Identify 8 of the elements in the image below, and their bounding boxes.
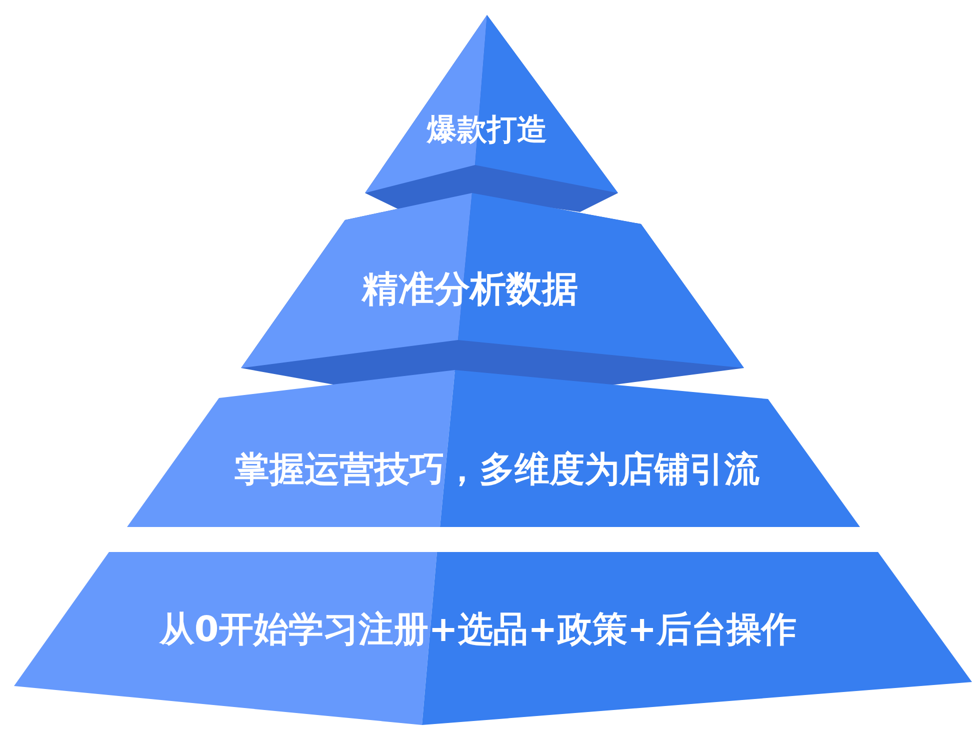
- tier-label: 精准分析数据: [362, 270, 578, 310]
- pyramid-tier: [241, 193, 744, 385]
- tier-label: 从0开始学习注册+选品+政策+后台操作: [159, 610, 797, 650]
- pyramid-tier: [127, 370, 860, 527]
- pyramid-tier: [14, 552, 972, 725]
- tier-label: 爆款打造: [427, 114, 547, 146]
- tier-label: 掌握运营技巧，多维度为店铺引流: [234, 450, 760, 490]
- pyramid-tier: [365, 15, 618, 212]
